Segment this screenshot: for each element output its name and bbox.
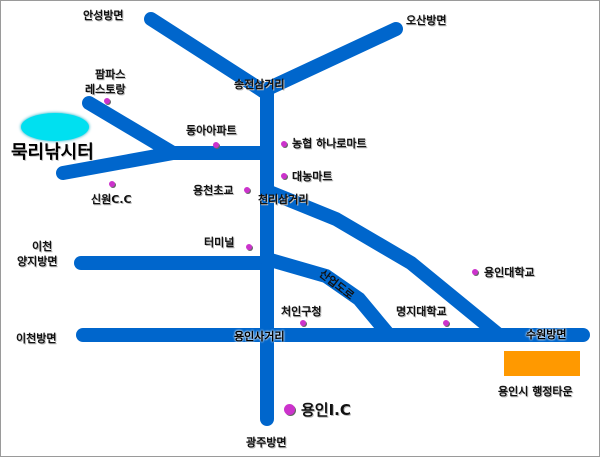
label-icheon-1: 이천 xyxy=(32,240,53,253)
label-sinwon-cc: 신원C.C xyxy=(91,193,132,206)
poi-yongin-ic xyxy=(284,404,295,415)
road-sanup xyxy=(260,252,396,342)
poi-dongah-apt xyxy=(213,142,219,148)
label-myongji-univ: 명지대학교 xyxy=(396,305,447,318)
label-terminal: 터미널 xyxy=(204,236,235,249)
label-gwangju: 광주방면 xyxy=(246,436,287,449)
label-osan: 오산방면 xyxy=(406,14,447,27)
label-cheonri: 천리삼거리 xyxy=(258,193,309,206)
road-lake-upper xyxy=(82,96,180,160)
road-osan xyxy=(256,22,403,98)
poi-daenong xyxy=(281,173,287,179)
poi-nonghyup xyxy=(281,141,287,147)
poi-terminal xyxy=(246,244,252,250)
city-hall-marker xyxy=(504,351,580,376)
poi-sinwon-cc xyxy=(109,181,115,187)
label-anseong: 안성방면 xyxy=(83,9,124,22)
label-city-hall: 용인시 행정타운 xyxy=(498,385,573,398)
label-yongcheon-school: 용천초교 xyxy=(193,184,234,197)
poi-yongin-univ xyxy=(472,269,478,275)
road-anseong xyxy=(144,12,270,98)
fishing-lake xyxy=(21,113,89,141)
label-yongin-univ: 용인대학교 xyxy=(484,266,535,279)
label-songjeon: 송전삼거리 xyxy=(234,78,285,91)
label-yongin-sageori: 용인사거리 xyxy=(234,330,285,343)
label-dongah-apt: 동아아파트 xyxy=(186,124,237,137)
poi-yongcheon-school xyxy=(244,187,250,193)
label-pampas: 팜파스 xyxy=(95,68,126,81)
label-icheon: 이천방면 xyxy=(16,332,57,345)
label-cheoin-office: 처인구청 xyxy=(281,305,322,318)
road-lake-lower xyxy=(56,146,180,180)
road-cheonri-suwon xyxy=(260,184,506,342)
label-nonghyup: 농협 하나로마트 xyxy=(292,137,367,150)
label-daenong: 대농마트 xyxy=(292,170,333,183)
poi-restaurant xyxy=(104,98,110,104)
label-yongin-ic: 용인I.C xyxy=(301,401,351,419)
poi-myongji-univ xyxy=(443,320,449,326)
label-restaurant: 레스토랑 xyxy=(85,83,126,96)
label-yangji: 양지방면 xyxy=(17,255,58,268)
label-suwon: 수원방면 xyxy=(526,328,567,341)
map-title: 묵리낚시터 xyxy=(11,142,94,163)
poi-cheoin-office xyxy=(300,320,306,326)
